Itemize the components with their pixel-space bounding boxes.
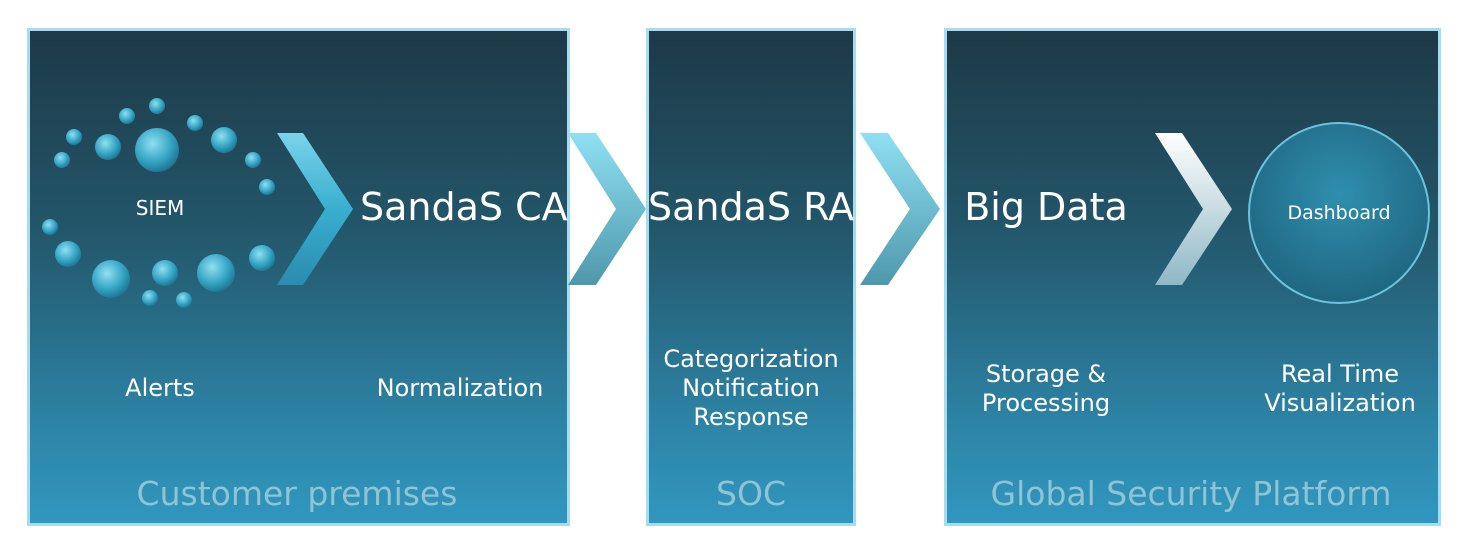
sandas-ra-caption: Categorization Notification Response <box>646 345 856 432</box>
caption-line: Response <box>693 403 809 431</box>
chevron-right-icon <box>277 133 353 285</box>
caption-line: Categorization <box>663 345 839 373</box>
bubble <box>249 245 275 271</box>
bubble <box>135 128 179 172</box>
sandas-ra-title: SandaS RA <box>648 185 854 229</box>
chevron-right-icon <box>568 133 646 285</box>
alerts-caption: Alerts <box>125 374 195 402</box>
dashboard-circle <box>1248 122 1430 304</box>
normalization-caption: Normalization <box>376 374 544 402</box>
bubble <box>66 129 82 145</box>
caption-line: Visualization <box>1264 389 1416 417</box>
bubble <box>211 127 237 153</box>
global-security-platform-footer: Global Security Platform <box>990 474 1392 513</box>
big-data-caption: Storage & Processing <box>946 360 1146 418</box>
bubble <box>259 179 275 195</box>
bubble <box>55 241 81 267</box>
bubble <box>176 292 192 308</box>
dashboard-caption: Real Time Visualization <box>1240 360 1440 418</box>
big-data-title: Big Data <box>964 185 1128 229</box>
bubble <box>42 219 58 235</box>
soc-footer: SOC <box>716 474 786 513</box>
bubble <box>149 98 165 114</box>
customer-premises-footer: Customer premises <box>136 474 458 513</box>
siem-bubbles <box>42 98 275 308</box>
chevron-right-icon <box>1155 133 1232 285</box>
bubble <box>54 152 70 168</box>
siem-label: SIEM <box>135 196 185 220</box>
caption-line: Real Time <box>1280 360 1400 388</box>
soc-panel <box>646 28 856 526</box>
bubble <box>95 134 121 160</box>
bubble <box>197 254 235 292</box>
bubble <box>92 260 130 298</box>
bubble <box>245 152 261 168</box>
sandas-ca-title: SandaS CA <box>360 185 568 229</box>
bubble <box>152 260 178 286</box>
bubble <box>187 115 203 131</box>
bubble <box>119 108 135 124</box>
chevron-right-icon <box>860 133 940 285</box>
caption-line: Processing <box>981 389 1111 417</box>
dashboard-label: Dashboard <box>1287 202 1391 224</box>
bubble <box>142 290 158 306</box>
caption-line: Storage & <box>985 360 1107 388</box>
caption-line: Notification <box>682 374 820 402</box>
